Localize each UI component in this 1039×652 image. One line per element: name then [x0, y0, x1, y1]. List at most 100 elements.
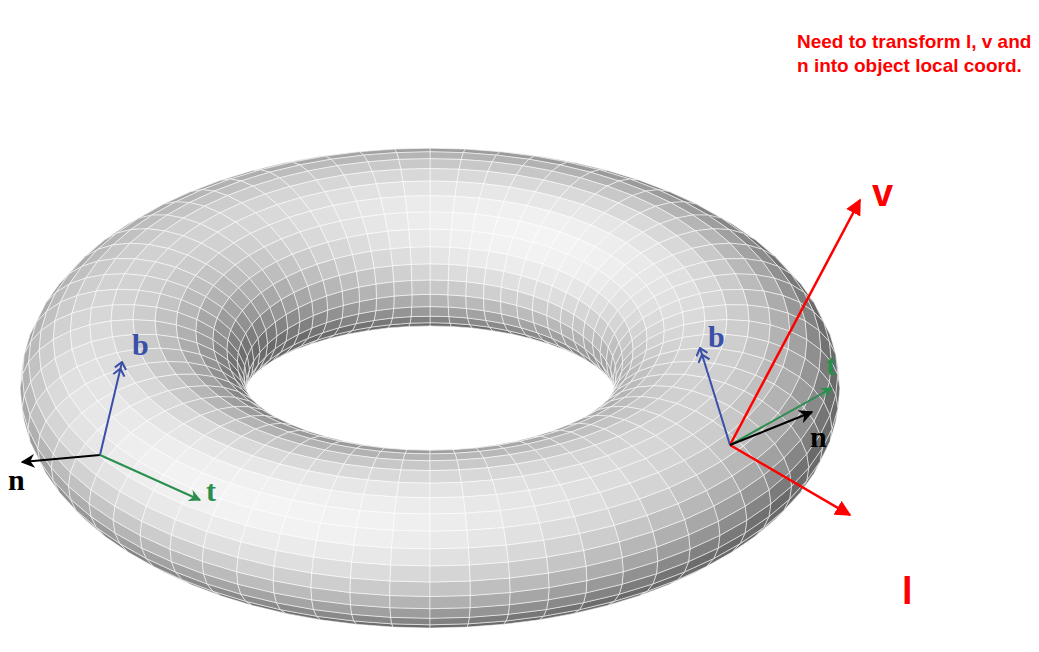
vector-label: t	[206, 476, 216, 506]
torus-facet	[111, 305, 134, 321]
torus-facet	[449, 247, 470, 266]
torus-facet	[468, 249, 489, 268]
torus-facet	[466, 266, 486, 284]
torus-facet	[372, 169, 403, 183]
torus-facet	[390, 247, 411, 266]
torus-facet	[407, 212, 430, 230]
torus-facet	[466, 282, 484, 299]
torus-facet	[399, 470, 430, 483]
torus-facet	[392, 530, 430, 549]
torus-facet	[430, 264, 449, 281]
torus-facet	[430, 548, 469, 566]
torus-facet	[451, 213, 475, 232]
torus-facet	[391, 548, 430, 566]
torus-facet	[430, 581, 470, 597]
torus-facet	[397, 152, 430, 160]
torus-facet	[392, 307, 411, 318]
torus-facet	[430, 280, 448, 295]
normal-arrow	[22, 455, 100, 462]
torus-facet	[430, 482, 463, 497]
torus-facet	[430, 513, 467, 531]
torus-facet	[405, 196, 430, 213]
vector-label: t	[826, 350, 836, 380]
torus-facet	[469, 562, 509, 581]
torus-facet	[453, 196, 480, 214]
torus-facet	[457, 169, 488, 183]
torus-facet	[381, 196, 408, 214]
vector-label: l	[902, 572, 913, 610]
note-text: Need to transform l, v and n into object…	[797, 30, 1037, 78]
torus-facet	[450, 230, 473, 249]
torus-facet	[111, 320, 134, 337]
torus-facet	[700, 290, 726, 307]
torus-facet	[376, 282, 394, 299]
torus-facet	[399, 159, 430, 170]
torus-facet	[394, 295, 412, 309]
torus-facet	[403, 453, 430, 461]
torus-facet	[574, 509, 614, 534]
torus-facet	[430, 229, 451, 247]
torus-facet	[430, 212, 453, 230]
torus-facet	[448, 280, 466, 296]
vector-arrows	[22, 200, 860, 515]
torus-facet	[411, 307, 430, 317]
torus-facet	[134, 290, 160, 307]
torus-facet	[411, 264, 430, 281]
torus-facet	[448, 307, 467, 318]
torus-facet	[430, 453, 457, 461]
torus-facet	[384, 213, 408, 232]
torus-facet	[726, 320, 749, 337]
torus-facet	[455, 182, 484, 199]
torus-facet	[430, 294, 448, 307]
torus-facet	[360, 495, 397, 514]
torus-facet	[410, 247, 430, 265]
bitangent-arrow	[100, 362, 122, 455]
torus-facet	[395, 497, 430, 514]
torus-facet	[401, 169, 430, 182]
torus-facet	[403, 181, 430, 196]
torus-facet	[390, 608, 430, 619]
torus-facet	[317, 523, 357, 545]
torus-facet	[351, 562, 391, 581]
vector-label: b	[708, 322, 725, 352]
torus-facet	[430, 497, 465, 514]
torus-facet	[352, 545, 392, 565]
torus-facet	[465, 511, 503, 531]
torus-facet	[280, 517, 320, 541]
vector-label: n	[810, 422, 827, 452]
torus-facet	[412, 280, 430, 295]
torus-facet	[410, 316, 430, 323]
torus-facet	[608, 499, 648, 525]
light-arrow	[730, 445, 850, 515]
torus-facet	[430, 159, 461, 170]
torus-facet	[430, 470, 461, 483]
torus-facet	[374, 266, 394, 284]
torus-facet	[430, 169, 459, 182]
torus-facet	[388, 230, 411, 249]
torus-facet	[430, 460, 459, 471]
torus-facet	[430, 608, 470, 619]
torus-facet	[409, 229, 430, 247]
torus-facet	[401, 460, 430, 471]
torus-facet	[463, 495, 500, 514]
torus-facet	[448, 295, 466, 309]
torus-facet	[430, 247, 450, 265]
torus-facet	[504, 523, 544, 545]
torus-facet	[390, 581, 430, 597]
torus-facet	[430, 196, 455, 213]
torus-facet	[468, 545, 508, 565]
torus-mesh	[20, 148, 840, 628]
torus-facet	[392, 264, 411, 281]
torus-facet	[246, 509, 286, 534]
torus-facet	[213, 499, 253, 525]
torus-facet	[354, 528, 393, 548]
torus-facet	[467, 528, 506, 548]
normal-arrow	[730, 412, 812, 445]
torus-facet	[390, 596, 430, 609]
torus-facet	[430, 596, 470, 609]
vector-label: v	[872, 174, 893, 212]
torus-facet	[364, 480, 399, 497]
vector-label: b	[132, 330, 149, 360]
